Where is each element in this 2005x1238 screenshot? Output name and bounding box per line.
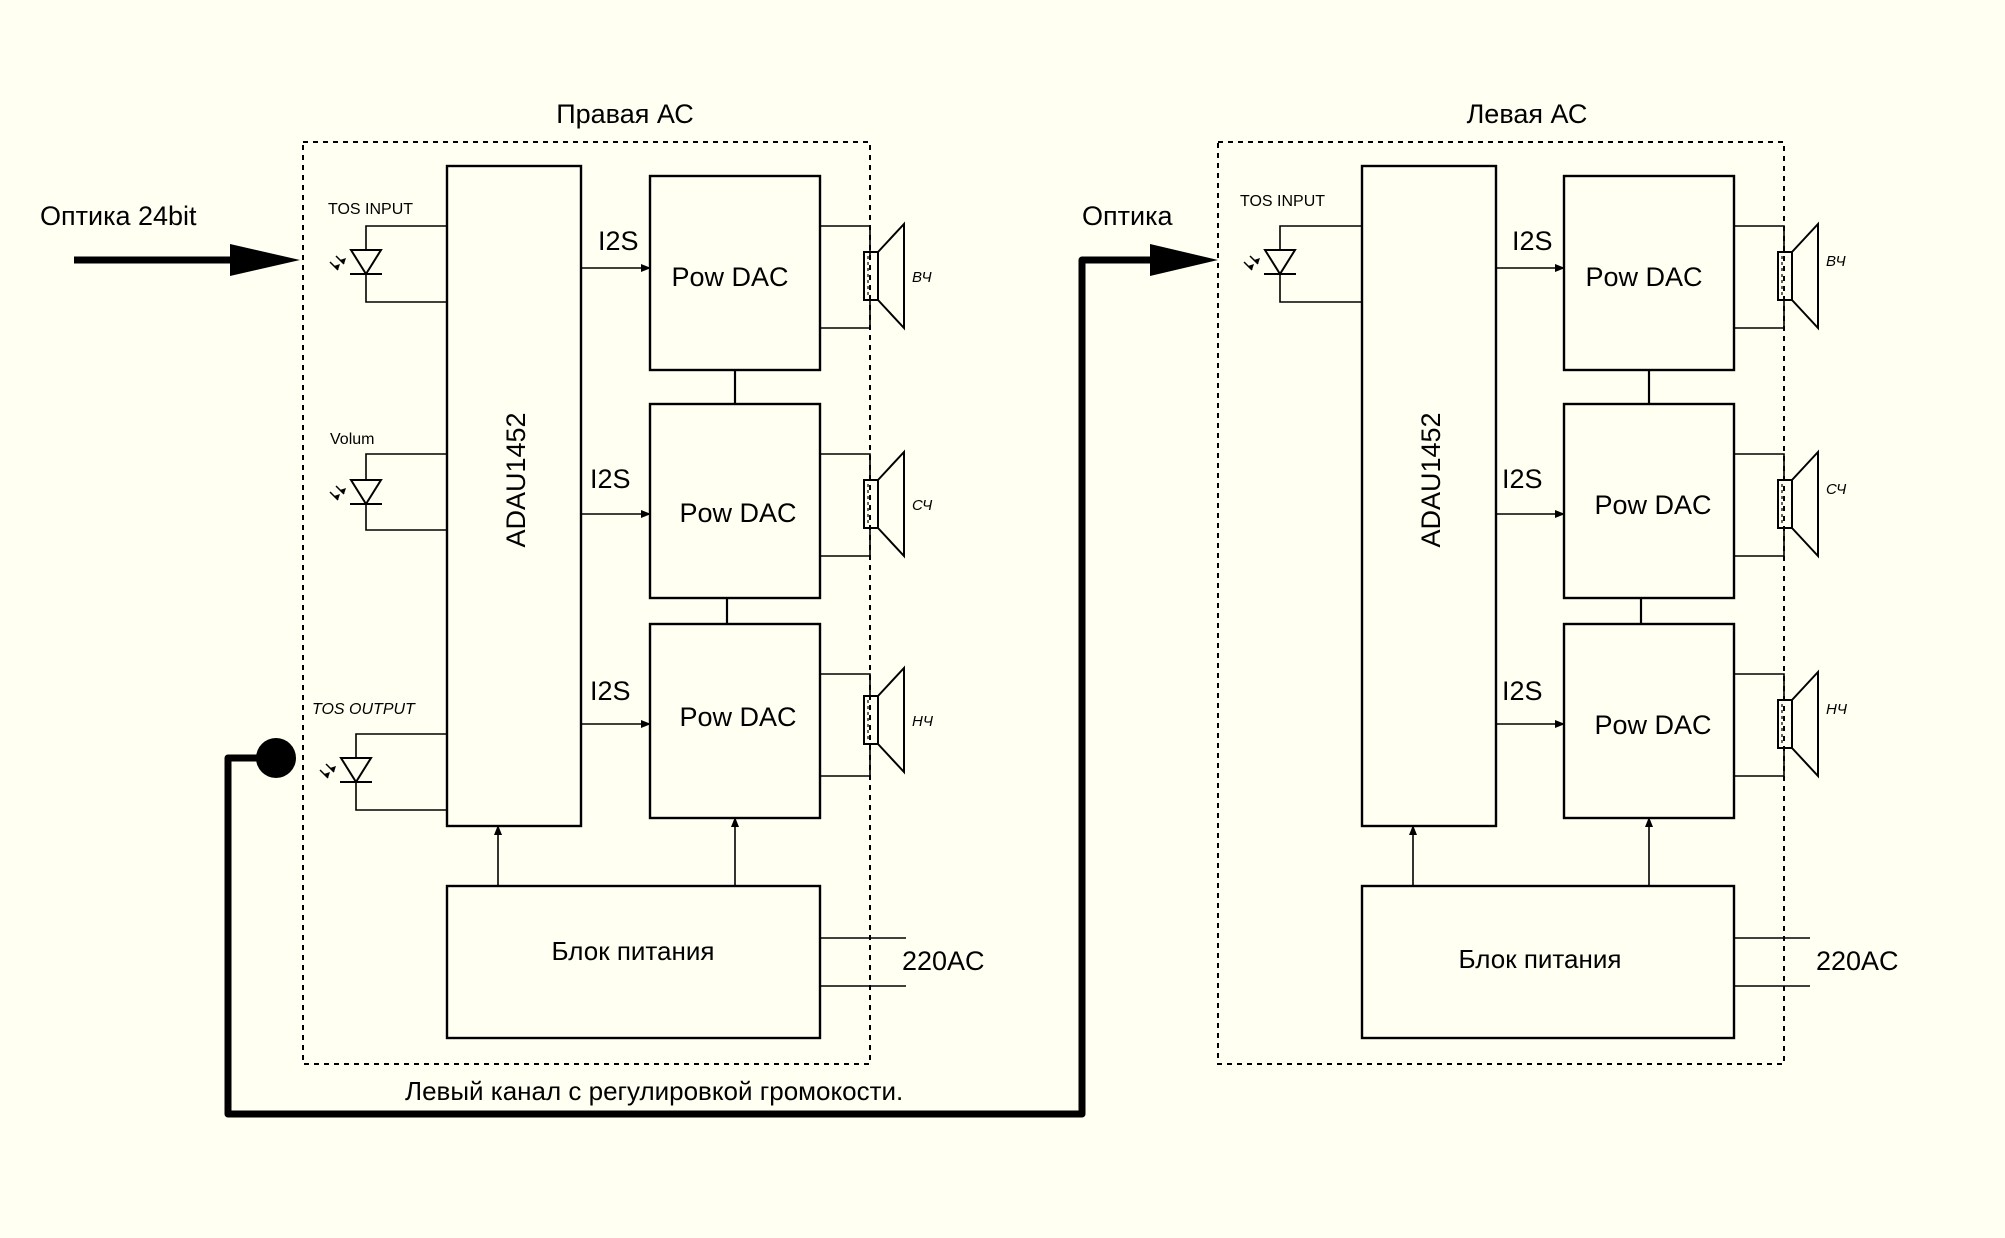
right-amp-mid-label: Pow DAC <box>679 498 796 528</box>
optical-input-arrow: Оптика 24bit <box>40 201 300 276</box>
right-psu-block <box>445 884 822 1040</box>
right-amp-low-label: Pow DAC <box>679 702 796 732</box>
right-speaker-enclosure <box>302 141 871 1065</box>
right-i2s-3: I2S <box>590 676 631 706</box>
left-speaker-enclosure <box>1217 141 1785 1065</box>
left-band-high: ВЧ <box>1826 253 1846 270</box>
left-i2s-1: I2S <box>1512 226 1553 256</box>
right-amp-high-label: Pow DAC <box>671 262 788 292</box>
left-band-low: НЧ <box>1826 701 1848 718</box>
left-dsp-label: ADAU1452 <box>1416 412 1446 547</box>
left-speaker-unit: Левая АС ADAU1452 Pow DAC Pow DAC Pow DA… <box>1217 99 1899 1065</box>
left-band-mid: СЧ <box>1826 481 1847 498</box>
right-tos-input-icon <box>329 249 383 275</box>
right-speaker-title: Правая АС <box>556 99 694 129</box>
right-band-mid: СЧ <box>912 497 933 514</box>
right-band-low: НЧ <box>912 713 934 730</box>
left-i2s-3: I2S <box>1502 676 1543 706</box>
left-amp-mid-label: Pow DAC <box>1594 490 1711 520</box>
right-volume-label: Volum <box>330 431 374 448</box>
right-speaker-unit: Правая АС ADAU1452 Pow DAC Pow DAC Pow D… <box>302 99 985 1065</box>
right-volume-icon <box>329 479 383 505</box>
right-tos-input-label: TOS INPUT <box>328 201 413 218</box>
link-cable: Оптика Левый канал с регулировкой громок… <box>224 201 1218 1118</box>
left-psu-label: Блок питания <box>1459 944 1622 974</box>
left-i2s-2: I2S <box>1502 464 1543 494</box>
left-psu-block <box>1360 884 1736 1040</box>
link-optics-label: Оптика <box>1082 201 1173 231</box>
left-amp-high-label: Pow DAC <box>1585 262 1702 292</box>
left-tos-input-icon <box>1243 249 1297 275</box>
right-band-high: ВЧ <box>912 269 932 286</box>
left-speaker-title: Левая АС <box>1467 99 1588 129</box>
right-mains-label: 220AC <box>902 946 985 976</box>
right-dsp-label: ADAU1452 <box>501 412 531 547</box>
left-dsp-block <box>1360 164 1498 828</box>
input-optics-label: Оптика 24bit <box>40 201 197 231</box>
right-i2s-1: I2S <box>598 226 639 256</box>
right-i2s-2: I2S <box>590 464 631 494</box>
right-psu-label: Блок питания <box>552 936 715 966</box>
left-tos-input-label: TOS INPUT <box>1240 193 1325 210</box>
left-mains-label: 220AC <box>1816 946 1899 976</box>
tos-output-connector <box>256 738 296 778</box>
right-dsp-block <box>445 164 583 828</box>
left-amp-low-label: Pow DAC <box>1594 710 1711 740</box>
right-tos-output-label: TOS OUTPUT <box>312 701 416 718</box>
cable-caption: Левый канал с регулировкой громокости. <box>405 1076 903 1106</box>
right-tos-output-icon <box>319 757 373 783</box>
